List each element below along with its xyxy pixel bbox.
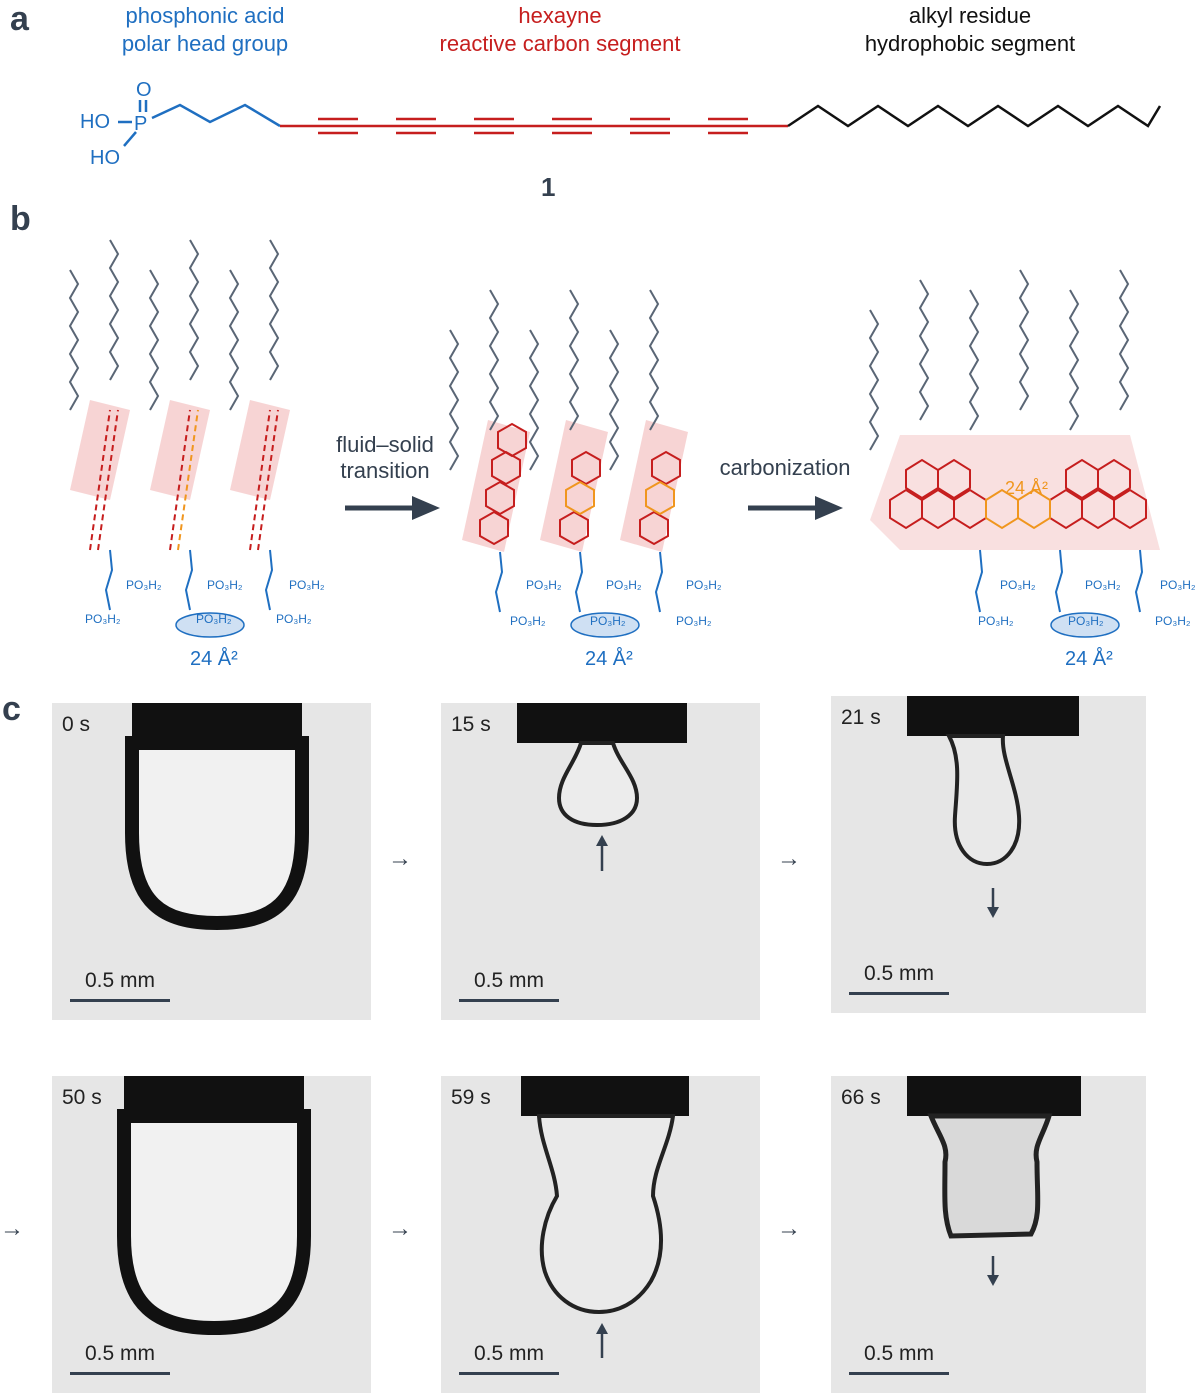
scale-bar — [849, 1372, 949, 1375]
alkyl-label-line2: hydrophobic segment — [864, 31, 1076, 56]
scale-label: 0.5 mm — [863, 1342, 934, 1365]
stage1-molecules — [69, 239, 290, 611]
reactive-label-line1: hexayne — [518, 3, 602, 28]
po3h2-label: PO₃H₂ — [526, 578, 562, 592]
frame-time: 21 s — [841, 706, 881, 729]
droplet-frame-59s: 59 s 0.5 mm — [441, 1076, 760, 1393]
po3h2-label: PO₃H₂ — [126, 578, 162, 592]
po3h2-label: PO₃H₂ — [606, 578, 642, 592]
po3h2-label: PO₃H₂ — [1085, 578, 1121, 592]
compound-number: 1 — [541, 172, 556, 202]
frame-time: 15 s — [451, 713, 491, 736]
po3h2-label: PO₃H₂ — [978, 614, 1014, 628]
area-label-3: 24 Å² — [1065, 648, 1113, 670]
inner-area-label: 24 Å² — [1005, 478, 1049, 498]
step-arrow: → — [0, 1215, 24, 1242]
area-label-2: 24 Å² — [585, 648, 633, 670]
panel-a-letter: a — [10, 0, 29, 38]
scale-label: 0.5 mm — [863, 962, 934, 985]
droplet-frame-0s: 0 s 0.5 mm — [52, 703, 371, 1020]
reactive-label-line2: reactive carbon segment — [439, 31, 681, 56]
droplet-frame-15s: 15 s 0.5 mm — [441, 703, 760, 1020]
po3h2-label: PO₃H₂ — [276, 612, 312, 626]
po3h2-label: PO₃H₂ — [196, 612, 232, 626]
atom-o: O — [136, 79, 152, 101]
alkyl-segment-label: alkyl residue hydrophobic segment — [820, 2, 1120, 58]
po3h2-label: PO₃H₂ — [510, 614, 546, 628]
stage2-molecules — [449, 289, 688, 613]
frame-time: 59 s — [451, 1086, 491, 1109]
droplet-frame-21s: 21 s 0.5 mm — [831, 696, 1146, 1013]
transition-line2: transition — [340, 458, 430, 483]
molecule-structure: O P HO HO — [80, 79, 1162, 169]
panel-c-letter: c — [2, 690, 21, 728]
transition-line1: fluid–solid — [336, 432, 434, 457]
scale-label: 0.5 mm — [473, 1342, 544, 1365]
frame-time: 50 s — [62, 1086, 102, 1109]
step-arrow: → — [388, 845, 412, 872]
step-arrow: → — [777, 1215, 801, 1242]
head-group-labels: PO₃H₂ PO₃H₂ PO₃H₂ PO₃H₂ PO₃H₂ PO₃H₂ PO₃H… — [85, 578, 1196, 628]
reactive-segment-label: hexayne reactive carbon segment — [400, 2, 720, 58]
step-arrow: → — [388, 1215, 412, 1242]
po3h2-label: PO₃H₂ — [289, 578, 325, 592]
droplet-frame-50s: 50 s 0.5 mm — [52, 1076, 371, 1393]
stage3-molecules — [869, 269, 1160, 613]
po3h2-label: PO₃H₂ — [207, 578, 243, 592]
po3h2-label: PO₃H₂ — [85, 612, 121, 626]
frame-time: 66 s — [841, 1086, 881, 1109]
head-group-label: phosphonic acid polar head group — [70, 2, 340, 58]
po3h2-label: PO₃H₂ — [1068, 614, 1104, 628]
area-label-1: 24 Å² — [190, 648, 238, 670]
frame-time: 0 s — [62, 713, 91, 736]
panel-b-letter: b — [10, 200, 31, 238]
scale-bar — [70, 1372, 170, 1375]
po3h2-label: PO₃H₂ — [590, 614, 626, 628]
scale-bar — [70, 999, 170, 1002]
head-label-line1: phosphonic acid — [125, 3, 285, 28]
atom-ho-2: HO — [90, 147, 120, 169]
scale-label: 0.5 mm — [84, 1342, 155, 1365]
po3h2-label: PO₃H₂ — [1000, 578, 1036, 592]
scale-label: 0.5 mm — [473, 969, 544, 992]
carbonization-label: carbonization — [719, 455, 851, 480]
scale-bar — [849, 992, 949, 995]
scale-bar — [459, 999, 559, 1002]
fluid-solid-transition-label: fluid–solid transition — [315, 432, 455, 484]
droplet-frame-66s: 66 s 0.5 mm — [831, 1076, 1146, 1393]
po3h2-label: PO₃H₂ — [1160, 578, 1196, 592]
po3h2-label: PO₃H₂ — [1155, 614, 1191, 628]
step-arrow: → — [777, 845, 801, 872]
monolayer-schematic — [69, 239, 1160, 638]
scale-bar — [459, 1372, 559, 1375]
atom-ho-1: HO — [80, 111, 110, 133]
po3h2-label: PO₃H₂ — [686, 578, 722, 592]
po3h2-label: PO₃H₂ — [676, 614, 712, 628]
atom-p: P — [134, 113, 147, 135]
alkyl-label-line1: alkyl residue — [908, 3, 1032, 28]
scale-label: 0.5 mm — [84, 969, 155, 992]
head-label-line2: polar head group — [121, 31, 289, 56]
